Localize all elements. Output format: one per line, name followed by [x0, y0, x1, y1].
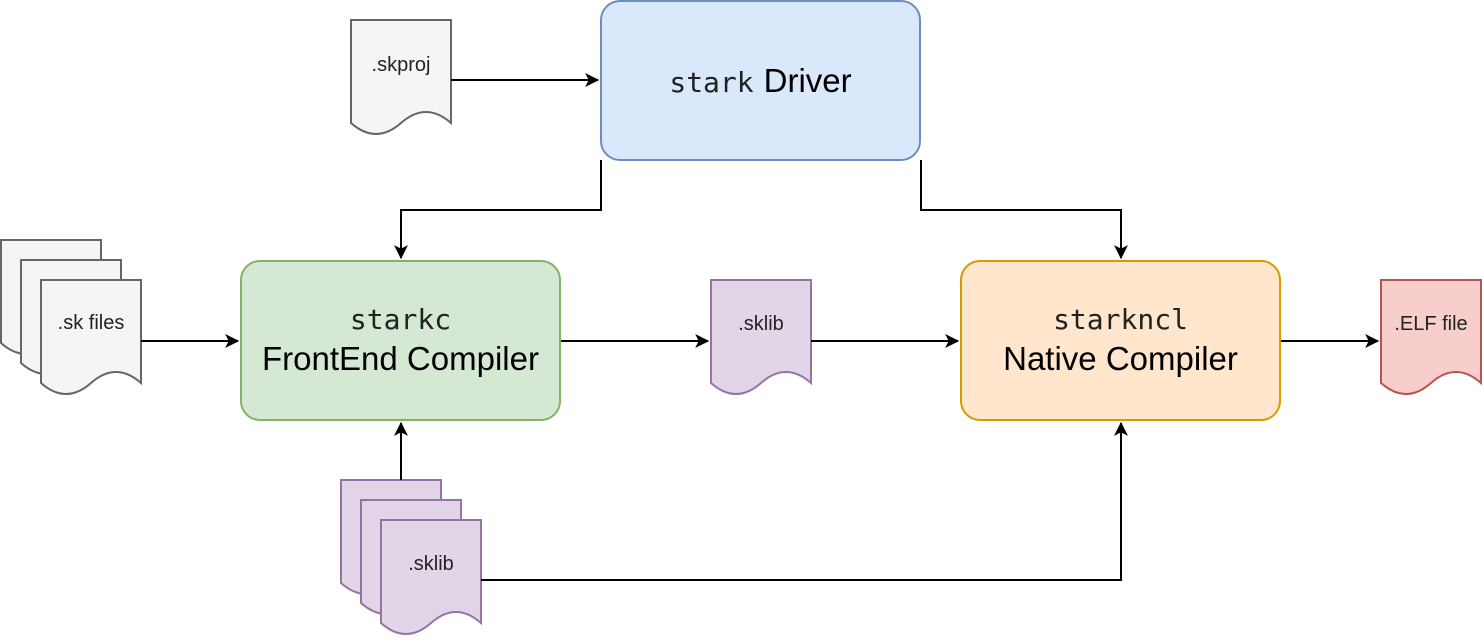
driver-label: Driver — [763, 61, 852, 99]
sk-files-doc-front — [40, 279, 142, 395]
native-compiler-box: starkncl Native Compiler — [960, 260, 1281, 421]
driver-box: stark Driver — [600, 0, 921, 161]
driver-code: stark — [669, 65, 754, 99]
frontend-code: starkc — [349, 303, 452, 336]
elf-doc — [1380, 279, 1482, 395]
frontend-label: FrontEnd Compiler — [262, 340, 539, 377]
driver-title: stark Driver — [669, 62, 851, 100]
sklib-mid-label: .sklib — [738, 313, 784, 335]
skproj-label: .skproj — [371, 54, 431, 76]
native-code: starkncl — [1053, 303, 1188, 336]
skproj-doc — [350, 19, 452, 135]
sklib-bottom-doc-front — [380, 519, 482, 635]
edge-driver-to-frontend — [394, 160, 602, 260]
sklib-mid-doc — [710, 279, 812, 395]
sklib-bottom-label: .sklib — [408, 553, 454, 575]
frontend-compiler-box: starkc FrontEnd Compiler — [240, 260, 561, 421]
native-label: Native Compiler — [1003, 340, 1238, 377]
elf-label: .ELF file — [1394, 313, 1468, 335]
edge-sklib-bottom-to-native — [481, 421, 1128, 581]
edge-driver-to-native — [920, 160, 1128, 260]
sk-files-label: .sk files — [57, 312, 125, 334]
